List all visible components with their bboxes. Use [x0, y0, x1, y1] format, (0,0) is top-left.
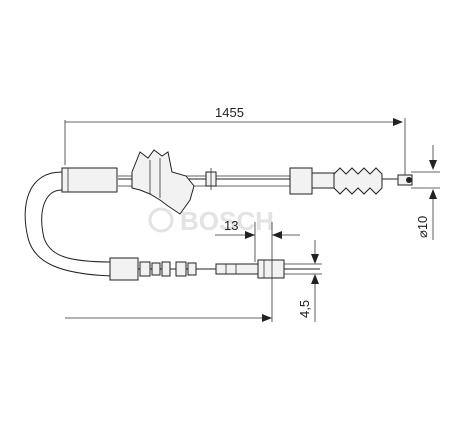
upper-cable: [61, 149, 413, 215]
lower-cable: [109, 257, 320, 281]
dimension-13-label: 13: [224, 218, 238, 233]
lower-sleeve: [109, 257, 139, 281]
clevis: [257, 259, 285, 279]
dimension-diameter-label: ⌀10: [415, 216, 430, 238]
rubber-grommet: [131, 149, 195, 215]
threaded-end: [333, 167, 383, 195]
dimension-offset: 13: [215, 218, 300, 322]
dimension-overall-length: 1455: [64, 105, 406, 175]
adjuster-block: [289, 167, 313, 195]
dimension-1455-label: 1455: [215, 105, 244, 120]
curved-cable: [24, 171, 113, 277]
dimension-4-5-label: 4,5: [297, 300, 312, 318]
bosch-logo-text: BOSCH: [180, 206, 274, 236]
rod: [215, 263, 259, 275]
upper-sleeve: [61, 167, 118, 193]
lower-reference-line: [65, 314, 272, 322]
copyright-icon: [148, 207, 174, 233]
dimension-height: 4,5: [284, 240, 322, 322]
bosch-watermark: BOSCH: [148, 206, 274, 236]
dimension-diameter: ⌀10: [411, 145, 440, 240]
